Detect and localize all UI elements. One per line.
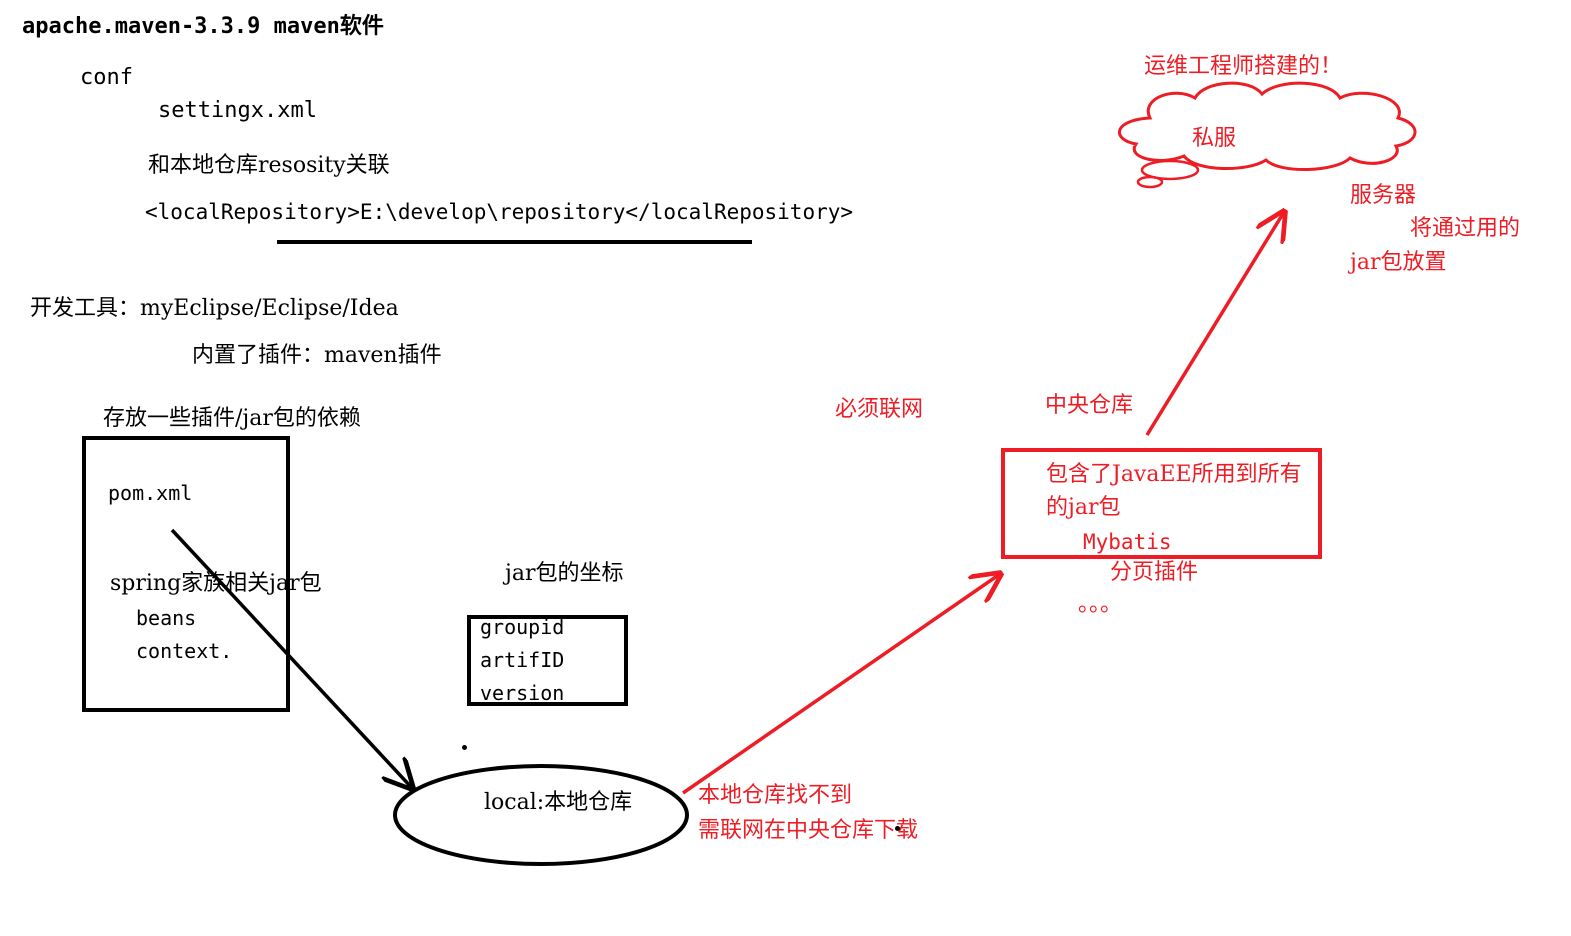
cloud-puff-large bbox=[1140, 159, 1200, 181]
pom-box bbox=[82, 436, 290, 712]
coord-artifactid: artifID bbox=[480, 648, 565, 672]
cloud-puff-small bbox=[1136, 175, 1164, 189]
central-repo-pagination: 分页插件 bbox=[1110, 560, 1199, 585]
private-server-server: 服务器 bbox=[1350, 183, 1417, 208]
private-server-cloud bbox=[1118, 81, 1417, 171]
pom-to-local-arrow bbox=[170, 528, 412, 788]
private-server-label: 私服 bbox=[1192, 126, 1237, 151]
local-to-central-arrow bbox=[682, 574, 1000, 795]
local-repo-label: local:本地仓库 bbox=[484, 790, 633, 815]
stray-dot bbox=[462, 745, 467, 750]
local-repo-ellipse bbox=[393, 764, 689, 866]
pom-file-label: pom.xml bbox=[108, 481, 193, 505]
private-server-desc-2: jar包放置 bbox=[1350, 250, 1447, 275]
stray-dot-2 bbox=[895, 826, 900, 831]
central-repo-line-2: 的jar包 bbox=[1046, 495, 1121, 520]
coords-caption: jar包的坐标 bbox=[505, 561, 624, 586]
local-repo-note-1: 本地仓库找不到 bbox=[698, 783, 853, 808]
coord-groupid: groupid bbox=[480, 615, 565, 639]
dep-beans: beans bbox=[136, 606, 197, 630]
central-repo-mybatis: Mybatis bbox=[1083, 530, 1172, 554]
private-server-built-by: 运维工程师搭建的！ bbox=[1144, 54, 1343, 79]
ide-tools: 开发工具：myEclipse/Eclipse/Idea bbox=[30, 296, 399, 321]
coords-box bbox=[467, 615, 628, 706]
ide-plugin-note: 内置了插件：maven插件 bbox=[192, 343, 442, 368]
central-repo-box bbox=[1001, 448, 1322, 559]
pom-box-caption: 存放一些插件/jar包的依赖 bbox=[103, 406, 361, 431]
central-to-private-arrow bbox=[1145, 212, 1284, 436]
net-required-label: 必须联网 bbox=[835, 397, 924, 422]
spring-deps-label: spring家族相关jar包 bbox=[110, 571, 322, 596]
repo-assoc-note: 和本地仓库resosity关联 bbox=[148, 153, 390, 178]
central-repo-title: 中央仓库 bbox=[1045, 393, 1134, 418]
central-repo-line-1: 包含了JavaEE所用到所有 bbox=[1046, 462, 1302, 487]
dep-context: context. bbox=[136, 639, 233, 663]
local-repo-note-2: 需联网在中央仓库下载 bbox=[698, 818, 919, 843]
local-repository-tag: <localRepository>E:\develop\repository</… bbox=[145, 200, 854, 224]
settings-file: settingx.xml bbox=[158, 98, 317, 123]
coord-version: version bbox=[480, 681, 565, 705]
central-repo-ellipsis: 。。。 bbox=[1078, 592, 1123, 617]
conf-folder: conf bbox=[80, 65, 133, 90]
private-server-desc-1: 将通过用的 bbox=[1410, 216, 1521, 241]
maven-install-title: apache.maven-3.3.9 maven软件 bbox=[22, 14, 384, 39]
